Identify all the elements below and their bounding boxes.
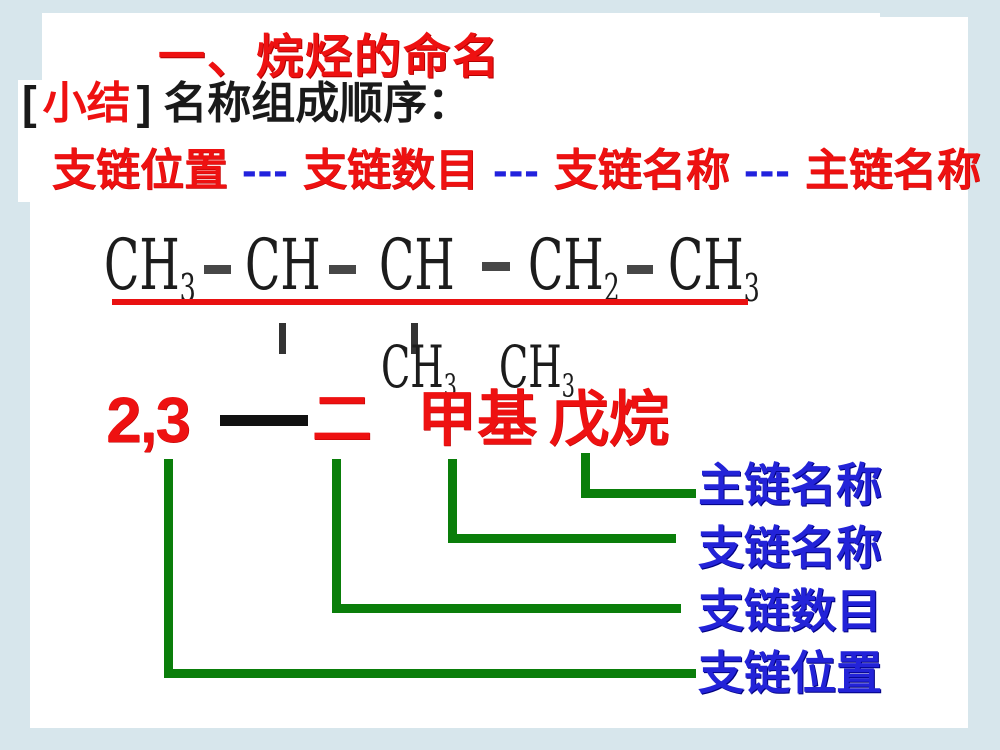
atom-text: CH: [528, 224, 604, 306]
atom-text: CH: [245, 224, 321, 306]
locant-dash: [220, 415, 308, 426]
formula-carbon-3: CH: [379, 230, 455, 300]
connector-branch-position-vertical: [164, 459, 173, 678]
bond-dash-2: [329, 265, 356, 274]
summary-text: 名称组成顺序：: [163, 79, 472, 128]
atom-text: CH: [379, 224, 455, 306]
formula-carbon-5: CH3: [668, 230, 760, 307]
name-parent: 戊烷: [549, 386, 669, 453]
atom-text: CH: [668, 224, 744, 306]
sequence-item-position: 支链位置: [52, 146, 228, 195]
atom-subscript: 3: [443, 366, 458, 405]
formula-carbon-4: CH2: [528, 230, 620, 307]
connector-branch-count-vertical: [332, 459, 341, 613]
sequence-item-count: 支链数目: [302, 146, 479, 195]
page-title: 一、烷烃的命名: [158, 30, 501, 83]
atom-subscript: 3: [179, 265, 196, 311]
bond-dash-1: [204, 265, 231, 274]
sequence-separator: ---: [492, 146, 540, 195]
connector-branch-count-horizontal: [332, 604, 681, 613]
close-bracket: ]: [136, 77, 152, 130]
bond-dash-3: [482, 262, 510, 271]
name-locants: 2,3: [106, 384, 191, 456]
atom-text: CH: [381, 333, 444, 401]
formula-branch-2: CH3: [499, 338, 575, 402]
connector-branch-name-vertical: [448, 459, 457, 543]
name-count: 二: [312, 386, 372, 453]
branch-bond-2: [411, 323, 418, 354]
sequence-item-branch-name: 支链名称: [553, 146, 730, 195]
atom-text: CH: [104, 224, 180, 306]
formula-carbon-1: CH3: [104, 230, 196, 307]
name-branch: 甲基: [417, 386, 537, 453]
bond-dash-4: [627, 265, 653, 274]
legend-branch-position: 支链位置: [698, 647, 882, 699]
legend-main-chain-name: 主链名称: [698, 459, 882, 511]
connector-branch-position-horizontal: [164, 669, 696, 678]
atom-subscript: 2: [603, 265, 620, 311]
atom-text: CH: [499, 333, 562, 401]
connector-main-chain-horizontal: [581, 489, 696, 498]
summary-row: [ 小结 ] 名称组成顺序：: [22, 77, 472, 130]
naming-sequence-row: 支链位置 --- 支链数目 --- 支链名称 --- 主链名称: [52, 149, 981, 193]
summary-label: 小结: [42, 79, 131, 128]
formula-branch-1: CH3: [381, 338, 457, 402]
legend-branch-count: 支链数目: [698, 585, 882, 637]
sequence-separator: ---: [242, 146, 289, 195]
atom-subscript: 3: [561, 366, 576, 405]
legend-branch-name: 支链名称: [698, 522, 882, 574]
main-background-box: [30, 200, 968, 728]
main-chain-underline: [112, 299, 748, 305]
branch-bond-1: [279, 323, 286, 354]
connector-branch-name-horizontal: [448, 534, 676, 543]
open-bracket: [: [22, 77, 37, 130]
atom-subscript: 3: [743, 265, 760, 311]
subtitle-background-box: [18, 80, 968, 202]
sequence-item-main-chain: 主链名称: [804, 146, 981, 195]
formula-carbon-2: CH: [245, 230, 321, 300]
sequence-separator: ---: [743, 146, 791, 195]
connector-main-chain-vertical: [581, 453, 590, 498]
